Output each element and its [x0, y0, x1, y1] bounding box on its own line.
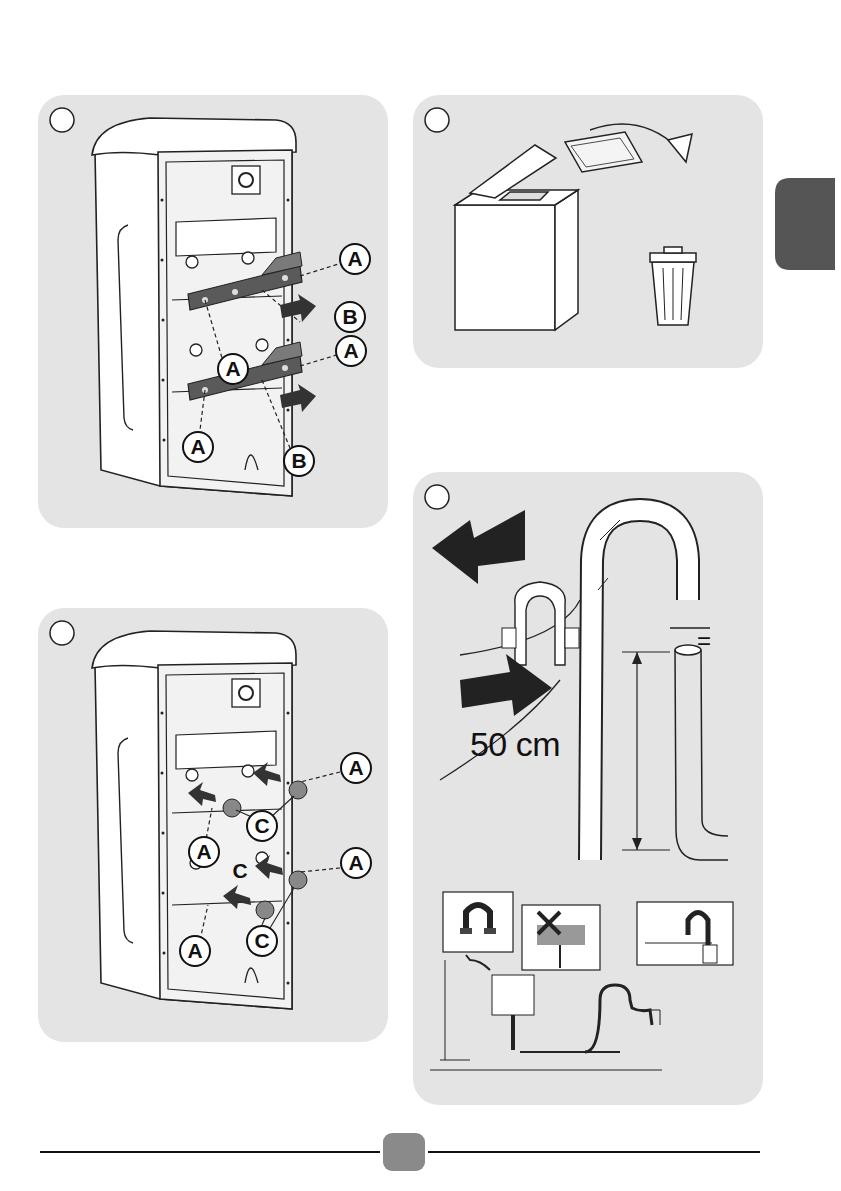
- callout-letter: A: [340, 752, 372, 784]
- callout-letter: A: [182, 431, 214, 463]
- callout-letter: C: [246, 925, 278, 957]
- callout-letter: A: [179, 935, 211, 967]
- callout-letter: B: [283, 445, 315, 477]
- callout-letter: A: [217, 353, 249, 385]
- callout-letter: A: [339, 243, 371, 275]
- callout-letter: A: [188, 836, 220, 868]
- symbol-label: =: [697, 627, 711, 655]
- callout-letter: C: [246, 810, 278, 842]
- symbol-label: C: [232, 859, 247, 883]
- callout-letter: A: [340, 847, 372, 879]
- callout-letter: B: [334, 301, 366, 333]
- dimension-label: 50 cm: [470, 725, 560, 764]
- callout-letter: A: [335, 335, 367, 367]
